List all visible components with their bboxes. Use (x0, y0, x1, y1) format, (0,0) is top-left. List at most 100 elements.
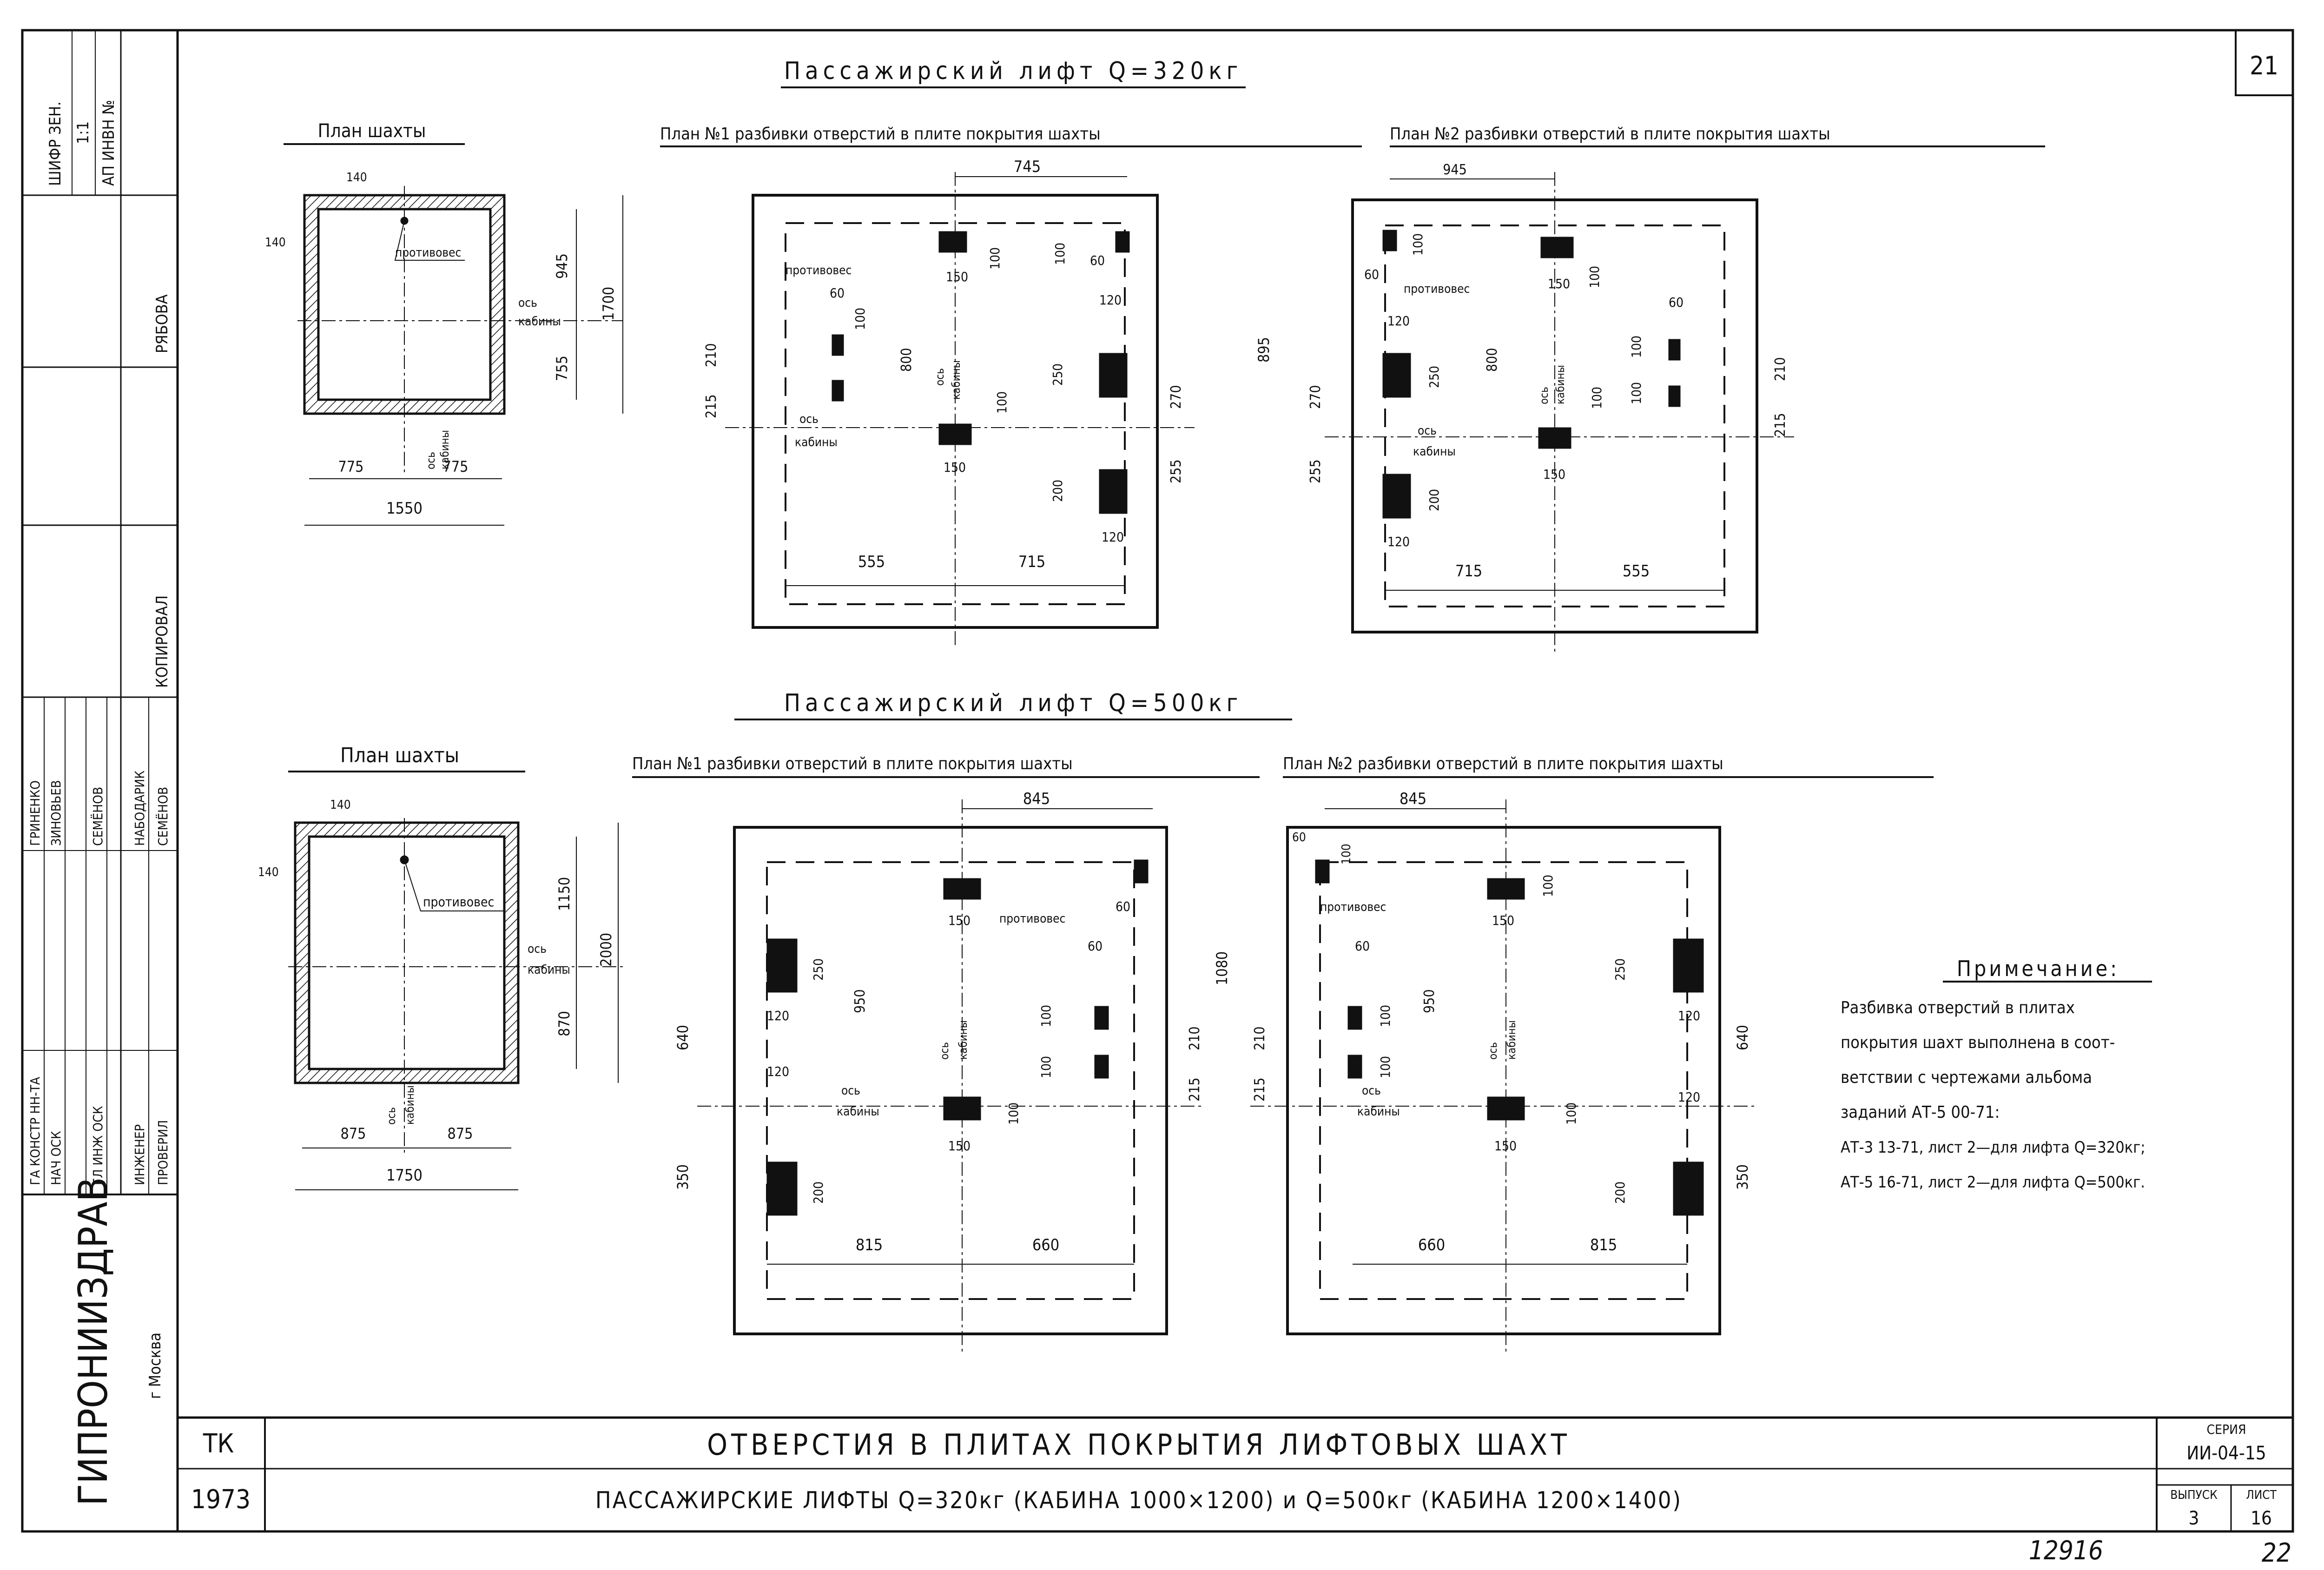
note-line-4: заданий АТ-5 00-71: (1841, 1103, 2000, 1122)
shaft-plan-320: План шахты противовес ось кабины ось каб… (265, 120, 623, 526)
p2-500-top: 845 (1400, 790, 1426, 808)
p2-r60: 60 (1669, 295, 1684, 310)
p2-500-opening-r1 (1673, 938, 1704, 993)
plan1-320: План №1 разбивки отверстий в плите покры… (660, 125, 1362, 646)
dim-left: 775 (338, 458, 364, 475)
p1-top: 745 (1014, 158, 1041, 176)
p1-500-v200: 200 (811, 1181, 826, 1204)
title-block: ТК 1973 ОТВЕРСТИЯ В ПЛИТАХ ПОКРЫТИЯ ЛИФТ… (191, 1422, 2277, 1529)
p1-left60: 60 (830, 285, 845, 301)
cabin-v-label-500: кабины (403, 1085, 416, 1125)
p1-500-small-r1 (1094, 1006, 1109, 1030)
plan2-500-title: План №2 разбивки отверстий в плите покры… (1283, 754, 1723, 773)
p1-500-b-right: 660 (1032, 1236, 1059, 1254)
copied-label: КОПИРОВАЛ (153, 595, 172, 688)
year: 1973 (191, 1484, 251, 1515)
p2-500-v250: 250 (1612, 958, 1628, 981)
plan1-500: План №1 разбивки отверстий в плите покры… (632, 754, 1260, 1352)
dim-upper: 945 (553, 253, 571, 279)
p2-opening-l1 (1382, 353, 1411, 398)
sheet-number: 21 (2250, 51, 2278, 80)
p2-h215: 215 (1772, 413, 1789, 437)
series-value: ИИ-04-15 (2186, 1443, 2266, 1464)
title-sub: ПАССАЖИРСКИЕ ЛИФТЫ Q=320кг (КАБИНА 1000×… (595, 1487, 1682, 1514)
p1-cw-w: 150 (946, 269, 968, 284)
p1-cab-w: 150 (944, 460, 966, 475)
opening-r1 (1099, 353, 1128, 398)
title-main: ОТВЕРСТИЯ В ПЛИТАХ ПОКРЫТИЯ ЛИФТОВЫХ ШАХ… (707, 1428, 1571, 1462)
p1-500-cabin-v: кабины (957, 1020, 970, 1060)
p1-v200: 200 (1050, 480, 1065, 502)
p1-500-opening-l1 (766, 938, 798, 993)
p1-h210: 210 (703, 343, 720, 367)
p2-axis: ось (1418, 424, 1437, 438)
p1-500-v250: 250 (811, 958, 826, 981)
p2-r100a: 100 (1629, 336, 1644, 358)
axis-v-label-500: ось (385, 1107, 398, 1125)
p1-h120a: 120 (1099, 292, 1122, 308)
p2-500-cabin: кабины (1357, 1105, 1400, 1119)
p2-500-cab (1487, 1096, 1525, 1121)
p2-500-h350: 350 (1734, 1164, 1751, 1190)
p2-top: 945 (1443, 162, 1467, 178)
dim-upper-500: 1150 (555, 877, 573, 911)
p1-b-left: 555 (858, 553, 885, 571)
p2-v200: 200 (1426, 489, 1442, 511)
p1-500-h210: 210 (1187, 1026, 1203, 1050)
p2-cabin-v: кабины (1554, 365, 1567, 404)
p1-500-h215: 215 (1187, 1077, 1203, 1102)
p2-500-l60: 60 (1355, 938, 1370, 954)
p1-500-h640: 640 (674, 1025, 692, 1050)
p1-500-axis-v: ось (938, 1042, 951, 1060)
axis-label-500: ось (528, 942, 547, 956)
p2-v250: 250 (1426, 366, 1442, 388)
p2-500-b-left: 660 (1418, 1236, 1445, 1254)
p2-500-cw-h: 100 (1540, 875, 1556, 897)
p1-500-h1080: 1080 (1213, 951, 1231, 985)
p2-h120b: 120 (1387, 534, 1410, 549)
dim-wall-left-500: 140 (258, 865, 279, 879)
dim-total-w: 1550 (386, 499, 423, 518)
organization: ГИПРОНИИЗДРАВ (70, 1177, 117, 1506)
plan1-320-title: План №1 разбивки отверстий в плите покры… (660, 125, 1101, 144)
axis-v-label: ось (424, 452, 437, 469)
p2-h255: 255 (1307, 459, 1324, 483)
counterweight-label: противовес (395, 246, 461, 260)
p2-500-sm-h: 100 (1340, 844, 1353, 864)
p2-cw-label: противовес (1404, 282, 1470, 296)
p2-cw-w: 150 (1548, 276, 1570, 291)
p2-500-h120b: 120 (1678, 1089, 1700, 1105)
p2-500-small-tl (1315, 859, 1330, 884)
counterweight-label-500: противовес (423, 894, 494, 910)
p1-500-small-tr (1134, 859, 1149, 884)
p1-sm-h: 100 (1052, 243, 1068, 265)
note-line-3: ветствии с чертежами альбома (1841, 1068, 2092, 1087)
name-5: СЕМЁНОВ (155, 787, 171, 846)
dim-right-500: 875 (448, 1125, 473, 1142)
p2-500-v950: 950 (1421, 989, 1438, 1013)
small-opening-l2 (832, 380, 844, 402)
p2-sm-h: 100 (1410, 233, 1426, 256)
opening-r2 (1099, 469, 1128, 514)
p2-500-axis: ось (1362, 1084, 1381, 1098)
p2-opening-l2 (1382, 474, 1411, 519)
p1-axis: ось (799, 412, 819, 426)
p1-500-cabin: кабины (837, 1105, 879, 1119)
p2-cab-w: 150 (1543, 467, 1565, 482)
p1-cabin-v: кабины (950, 360, 963, 400)
p2-500-h215: 215 (1252, 1077, 1268, 1102)
section-320: Пассажирский лифт Q=320кг План шахты про… (265, 57, 2045, 655)
p2-500-cw-label: противовес (1320, 900, 1386, 914)
note: Примечание: Разбивка отверстий в плитах … (1841, 956, 2152, 1192)
p2-500-h640: 640 (1734, 1025, 1751, 1050)
p2-h270: 270 (1307, 385, 1324, 409)
note-line-2: покрытия шахт выполнена в соот- (1841, 1033, 2115, 1052)
copied-by: РЯБОВА (153, 294, 172, 353)
p1-left100: 100 (852, 308, 868, 330)
plan1-500-title: План №1 разбивки отверстий в плите покры… (632, 754, 1073, 773)
p2-cw-h: 100 (1587, 266, 1602, 288)
dim-wall-left: 140 (265, 236, 286, 250)
p2-500-v100: 100 (1564, 1102, 1579, 1125)
note-line-6: АТ-5 16-71, лист 2—для лифта Q=500кг. (1841, 1173, 2145, 1192)
p2-axis-v: ось (1538, 387, 1551, 404)
